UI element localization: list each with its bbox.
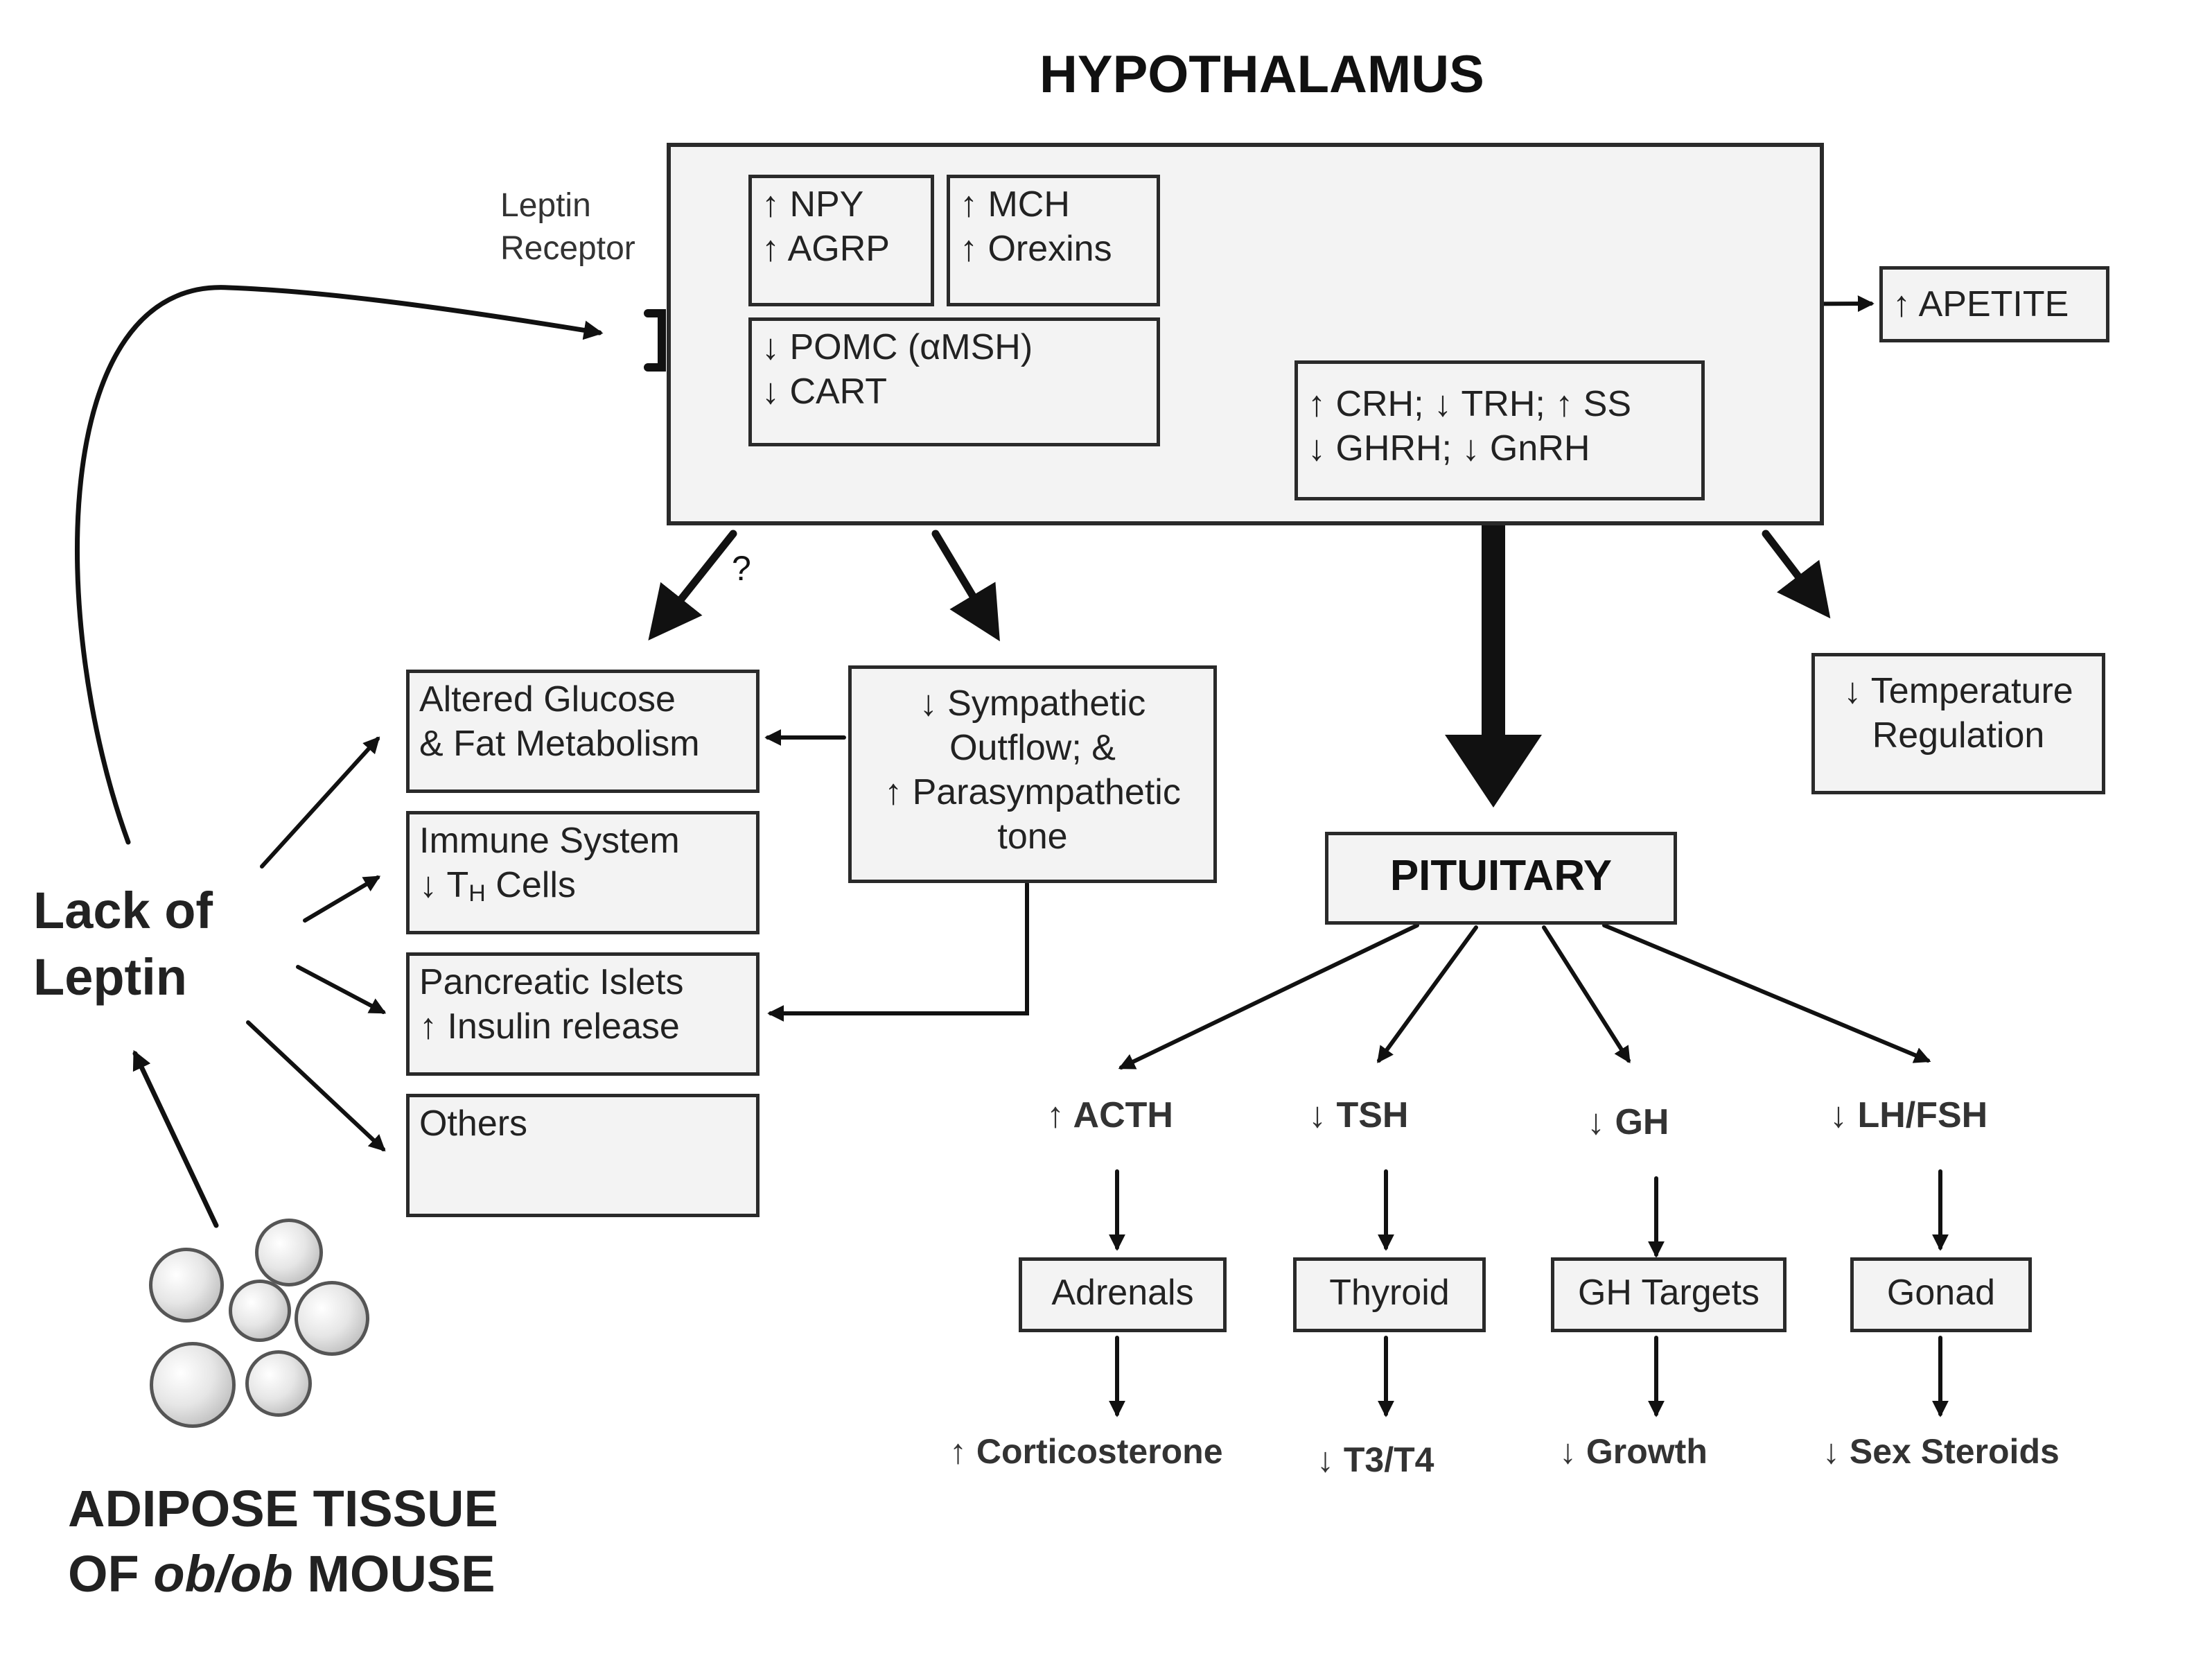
pancreas-line-2: ↑ Insulin release	[419, 1006, 680, 1047]
pituitary-main-arrowhead	[1445, 735, 1542, 808]
pancreatic-islets-box: Pancreatic Islets ↑ Insulin release	[406, 952, 760, 1076]
adipose-cell-4	[295, 1281, 369, 1356]
lack-to-others-arrow	[246, 1020, 386, 1152]
pituitary-to-acth-arrow	[1118, 923, 1419, 1070]
lack-to-glucose-arrow	[260, 736, 380, 869]
temperature-line-1: ↓ Temperature	[1843, 671, 2073, 711]
leptin-receptor-line-1: Leptin	[500, 187, 591, 224]
growth-label: ↓ Growth	[1559, 1432, 1708, 1471]
autonomic-line-4: tone	[997, 817, 1068, 857]
autonomic-arrow	[931, 530, 1000, 642]
glucose-line-1: Altered Glucose	[419, 679, 676, 719]
npy-agrp-box: ↑ NPY ↑ AGRP	[748, 175, 934, 306]
releasing-hormones-line-2: ↓ GHRH; ↓ GnRH	[1308, 428, 1590, 469]
adipose-to-lack-arrow	[132, 1049, 219, 1228]
lhfsh-label: ↓ LH/FSH	[1829, 1095, 1988, 1135]
cart-label: ↓ CART	[762, 372, 888, 412]
autonomic-line-3: ↑ Parasympathetic	[884, 772, 1181, 812]
adipose-cell-5	[150, 1342, 236, 1428]
autonomic-line-2: Outflow; &	[949, 728, 1116, 768]
tsh-label: ↓ TSH	[1308, 1095, 1409, 1135]
leptin-receptor-label: Leptin Receptor	[500, 184, 635, 270]
adipose-line-2-suffix: MOUSE	[292, 1545, 495, 1603]
gonad-box: Gonad	[1850, 1257, 2032, 1332]
pancreas-line-1: Pancreatic Islets	[419, 962, 684, 1002]
adipose-line-2: OF ob/ob MOUSE	[68, 1542, 498, 1607]
autonomic-line-1: ↓ Sympathetic	[919, 683, 1146, 724]
pituitary-to-gh-arrow	[1542, 925, 1631, 1064]
adipose-line-1: ADIPOSE TISSUE	[68, 1480, 498, 1537]
pomc-cart-box: ↓ POMC (αMSH) ↓ CART	[748, 317, 1160, 446]
lack-of-leptin-label: Lack of Leptin	[33, 878, 213, 1011]
glucose-metabolism-box: Altered Glucose & Fat Metabolism	[406, 670, 760, 793]
adipose-cell-3	[229, 1280, 291, 1342]
appetite-box: ↑ APETITE	[1879, 266, 2109, 342]
thyroid-box: Thyroid	[1293, 1257, 1486, 1332]
lack-of-leptin-line-1: Lack of	[33, 882, 213, 939]
gh-label: ↓ GH	[1587, 1102, 1669, 1142]
lack-to-pancreas-arrow	[296, 965, 387, 1014]
pituitary-to-tsh-arrow	[1377, 925, 1478, 1063]
releasing-hormones-box: ↑ CRH; ↓ TRH; ↑ SS ↓ GHRH; ↓ GnRH	[1294, 360, 1705, 500]
glucose-line-2: & Fat Metabolism	[419, 724, 700, 764]
adipose-cell-2	[255, 1219, 323, 1286]
leptin-receptor-line-2: Receptor	[500, 230, 635, 267]
mch-label: ↑ MCH	[960, 184, 1070, 225]
lack-to-immune-arrow	[303, 875, 381, 923]
adipose-line-2-italic: ob/ob	[153, 1545, 293, 1603]
t3t4-label: ↓ T3/T4	[1317, 1440, 1434, 1479]
pituitary-to-lhfsh-arrow	[1602, 923, 1931, 1063]
adipose-line-2-prefix: OF	[68, 1545, 154, 1603]
temperature-arrow	[1762, 530, 1831, 619]
immune-line-2-suffix: Cells	[485, 865, 576, 905]
npy-label: ↑ NPY	[762, 184, 864, 225]
adrenals-box: Adrenals	[1019, 1257, 1227, 1332]
adipose-cell-6	[245, 1350, 312, 1417]
temperature-box: ↓ Temperature Regulation	[1811, 653, 2105, 794]
adipose-tissue-label: ADIPOSE TISSUE OF ob/ob MOUSE	[68, 1476, 498, 1607]
others-box: Others	[406, 1094, 760, 1217]
pituitary-box: PITUITARY	[1325, 832, 1677, 925]
sex-steroids-label: ↓ Sex Steroids	[1823, 1432, 2060, 1471]
gh-targets-box: GH Targets	[1551, 1257, 1787, 1332]
lack-of-leptin-line-2: Leptin	[33, 948, 187, 1006]
agrp-label: ↑ AGRP	[762, 229, 890, 269]
autonomic-box: ↓ Sympathetic Outflow; & ↑ Parasympathet…	[848, 665, 1217, 883]
pomc-label: ↓ POMC (αMSH)	[762, 327, 1033, 367]
glucose-arrow	[648, 530, 737, 641]
temperature-line-2: Regulation	[1872, 715, 2045, 756]
immune-line-2-prefix: ↓ T	[419, 865, 469, 905]
adipose-cell-1	[149, 1248, 224, 1323]
releasing-hormones-line-1: ↑ CRH; ↓ TRH; ↑ SS	[1308, 384, 1632, 424]
receptor-bracket	[644, 309, 666, 372]
autonomic-to-pancreas-arrow	[767, 882, 1029, 1022]
orexins-label: ↑ Orexins	[960, 229, 1112, 269]
immune-line-2: ↓ TH Cells	[419, 863, 746, 916]
immune-line-1: Immune System	[419, 821, 680, 861]
acth-label: ↑ ACTH	[1046, 1095, 1173, 1135]
immune-line-2-subscript: H	[468, 880, 486, 907]
immune-system-box: Immune System ↓ TH Cells	[406, 811, 760, 934]
question-mark: ?	[732, 549, 751, 588]
corticosterone-label: ↑ Corticosterone	[949, 1432, 1223, 1471]
hypothalamus-title: HYPOTHALAMUS	[1039, 45, 1484, 104]
mch-orexins-box: ↑ MCH ↑ Orexins	[947, 175, 1160, 306]
